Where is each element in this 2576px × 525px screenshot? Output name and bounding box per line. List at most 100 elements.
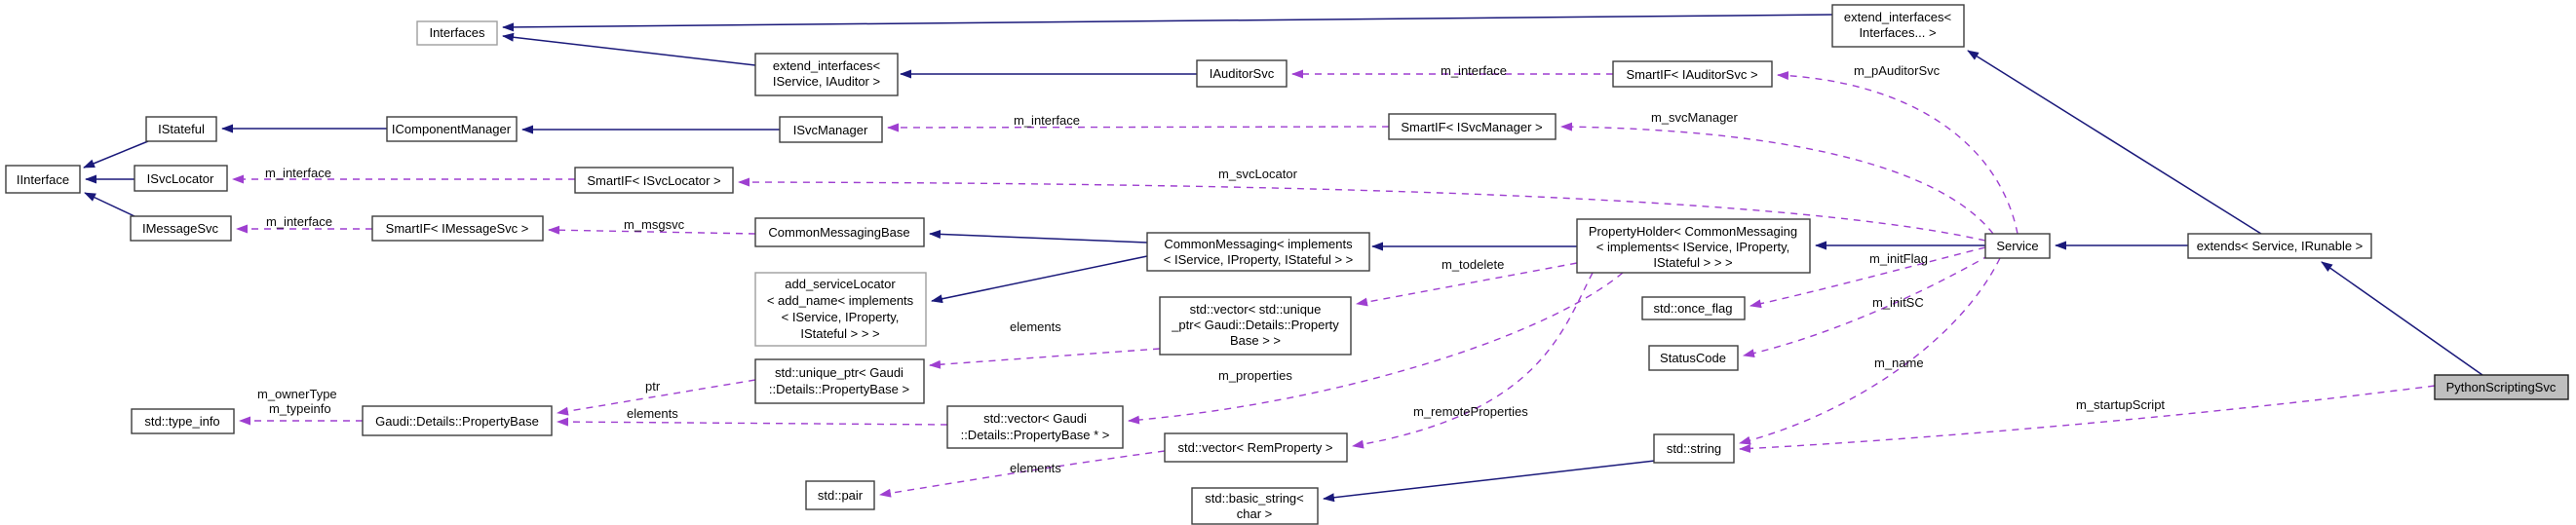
node-box — [754, 358, 925, 404]
node-box — [1648, 345, 1739, 371]
nodes: Interfaces extend_interfaces< IService, … — [5, 4, 2569, 525]
node-box — [754, 217, 925, 247]
node-box — [371, 215, 544, 242]
node-gaudi-details-propertybase[interactable]: Gaudi::Details::PropertyBase — [362, 405, 553, 436]
node-label-line: char > — [1237, 506, 1273, 521]
node-box — [1612, 60, 1773, 88]
edge-stdstring-to-basicstring — [1323, 460, 1656, 503]
edge-commonmessaging-to-addservicelocator — [931, 255, 1148, 304]
edge-service-to-stdstring — [1739, 257, 2001, 445]
edge-label-m-svclocator: m_svcLocator — [1218, 167, 1298, 181]
node-label: SmartIF< ISvcLocator > — [587, 173, 720, 188]
node-std-once-flag[interactable]: std::once_flag — [1641, 296, 1746, 320]
node-isvcmanager[interactable]: ISvcManager — [779, 116, 883, 143]
edge-label-m-todelete: m_todelete — [1442, 257, 1504, 272]
edge-label-m-pauditorsvc: m_pAuditorSvc — [1854, 63, 1941, 78]
edge-label-m-interface-isvcmanager: m_interface — [1014, 113, 1080, 128]
node-label: Interfaces — [429, 25, 485, 40]
edge-label-m-ownertype: m_ownerType — [257, 387, 337, 401]
edge-imessagesvc-to-iinterface — [84, 192, 135, 217]
node-label-line: _ptr< Gaudi::Details::Property — [1171, 318, 1339, 332]
node-label: IComponentManager — [392, 122, 512, 136]
edge-label-m-interface-imessagesvc: m_interface — [266, 214, 332, 229]
edge-label-elements-propertybase: elements — [627, 406, 678, 421]
node-extends-service-irunable[interactable]: extends< Service, IRunable > — [2187, 233, 2372, 259]
node-label: std::pair — [818, 488, 864, 503]
node-isvclocator[interactable]: ISvcLocator — [134, 165, 228, 192]
node-extend-interfaces-variadic[interactable]: extend_interfaces< Interfaces... > — [1831, 4, 1965, 48]
edge-extends-to-extinterfaces — [1967, 50, 2262, 235]
node-add-servicelocator[interactable]: add_serviceLocator < add_name< implement… — [754, 272, 927, 347]
node-box — [574, 167, 734, 194]
node-label-line: std::unique_ptr< Gaudi — [775, 365, 904, 380]
node-box — [416, 20, 498, 46]
node-vector-remproperty[interactable]: std::vector< RemProperty > — [1164, 432, 1348, 463]
edge-extsvcauditor-to-interfaces — [502, 32, 756, 66]
node-iinterface[interactable]: IInterface — [5, 165, 81, 194]
node-label: std::type_info — [144, 414, 219, 429]
node-box — [1159, 296, 1352, 356]
node-box — [779, 116, 883, 143]
node-box — [1641, 296, 1746, 320]
node-interfaces[interactable]: Interfaces — [416, 20, 498, 46]
node-std-string[interactable]: std::string — [1653, 433, 1735, 464]
node-imessagesvc[interactable]: IMessageSvc — [130, 215, 232, 242]
node-iauditorsvc[interactable]: IAuditorSvc — [1196, 59, 1288, 88]
node-smartif-isvclocator[interactable]: SmartIF< ISvcLocator > — [574, 167, 734, 194]
edge-label-m-typeinfo: m_typeinfo — [269, 401, 331, 416]
node-smartif-isvcmanager[interactable]: SmartIF< ISvcManager > — [1388, 113, 1557, 140]
node-box — [145, 116, 217, 142]
edge-vecuniqueptr-to-uniqueptr — [929, 348, 1161, 369]
node-commonmessagingbase[interactable]: CommonMessagingBase — [754, 217, 925, 247]
node-label: IAuditorSvc — [1210, 66, 1275, 81]
edge-service-to-smartifisvcmanager — [1560, 122, 1994, 235]
edge-label-elements-uniqueptr: elements — [1010, 319, 1061, 334]
node-label: IInterface — [17, 172, 69, 187]
node-box — [2434, 374, 2569, 400]
inheritance-edges — [83, 14, 2483, 503]
node-box — [1831, 4, 1965, 48]
node-service[interactable]: Service — [1984, 233, 2051, 259]
node-uniqueptr-propertybase[interactable]: std::unique_ptr< Gaudi ::Details::Proper… — [754, 358, 925, 404]
node-box — [946, 405, 1124, 449]
node-label-line: IStateful > > > — [1653, 255, 1732, 270]
edge-vecpropertybase-to-propertybase — [557, 417, 948, 427]
node-extend-interfaces-iservice-iauditor[interactable]: extend_interfaces< IService, IAuditor > — [754, 53, 899, 96]
edge-label-elements-pair: elements — [1010, 461, 1061, 475]
node-std-type-info[interactable]: std::type_info — [131, 408, 235, 434]
node-box — [1653, 433, 1735, 464]
edge-service-to-smartifisvclocator — [738, 177, 1986, 242]
node-box — [1388, 113, 1557, 140]
node-box — [754, 272, 927, 347]
node-label: std::string — [1667, 441, 1721, 456]
node-label-line: extend_interfaces< — [1844, 10, 1951, 24]
node-box — [754, 53, 899, 96]
node-label: ISvcLocator — [147, 171, 214, 186]
edge-label-m-msgsvc: m_msgsvc — [624, 217, 685, 232]
edge-service-to-onceflag — [1749, 246, 1986, 309]
node-commonmessaging[interactable]: CommonMessaging< implements < IService, … — [1146, 232, 1370, 272]
node-label-line: extend_interfaces< — [773, 58, 880, 73]
node-smartif-iauditorsvc[interactable]: SmartIF< IAuditorSvc > — [1612, 60, 1773, 88]
edge-label-m-initsc: m_initSC — [1872, 295, 1924, 310]
node-propertyholder[interactable]: PropertyHolder< CommonMessaging < implem… — [1576, 218, 1811, 274]
node-istateful[interactable]: IStateful — [145, 116, 217, 142]
node-icomponentmanager[interactable]: IComponentManager — [386, 116, 518, 142]
node-label: SmartIF< IAuditorSvc > — [1626, 67, 1757, 82]
node-std-basic-string-char[interactable]: std::basic_string< char > — [1191, 487, 1319, 525]
node-smartif-imessagesvc[interactable]: SmartIF< IMessageSvc > — [371, 215, 544, 242]
edge-uniqueptr-to-propertybase — [557, 379, 756, 416]
node-label: Service — [1996, 239, 2038, 253]
node-vector-propertybase-ptr[interactable]: std::vector< Gaudi ::Details::PropertyBa… — [946, 405, 1124, 449]
node-pythonscriptingsvc[interactable]: PythonScriptingSvc — [2434, 374, 2569, 400]
node-label: CommonMessagingBase — [768, 225, 909, 240]
edge-label-ptr: ptr — [645, 379, 661, 394]
node-label-line: CommonMessaging< implements — [1164, 237, 1353, 251]
node-std-pair[interactable]: std::pair — [805, 480, 875, 510]
node-statuscode[interactable]: StatusCode — [1648, 345, 1739, 371]
node-box — [134, 165, 228, 192]
edge-extinterfaces-to-interfaces — [502, 14, 1833, 32]
node-vector-uniqueptr-propertybase[interactable]: std::vector< std::unique _ptr< Gaudi::De… — [1159, 296, 1352, 356]
edge-label-m-svcmanager: m_svcManager — [1651, 110, 1739, 125]
